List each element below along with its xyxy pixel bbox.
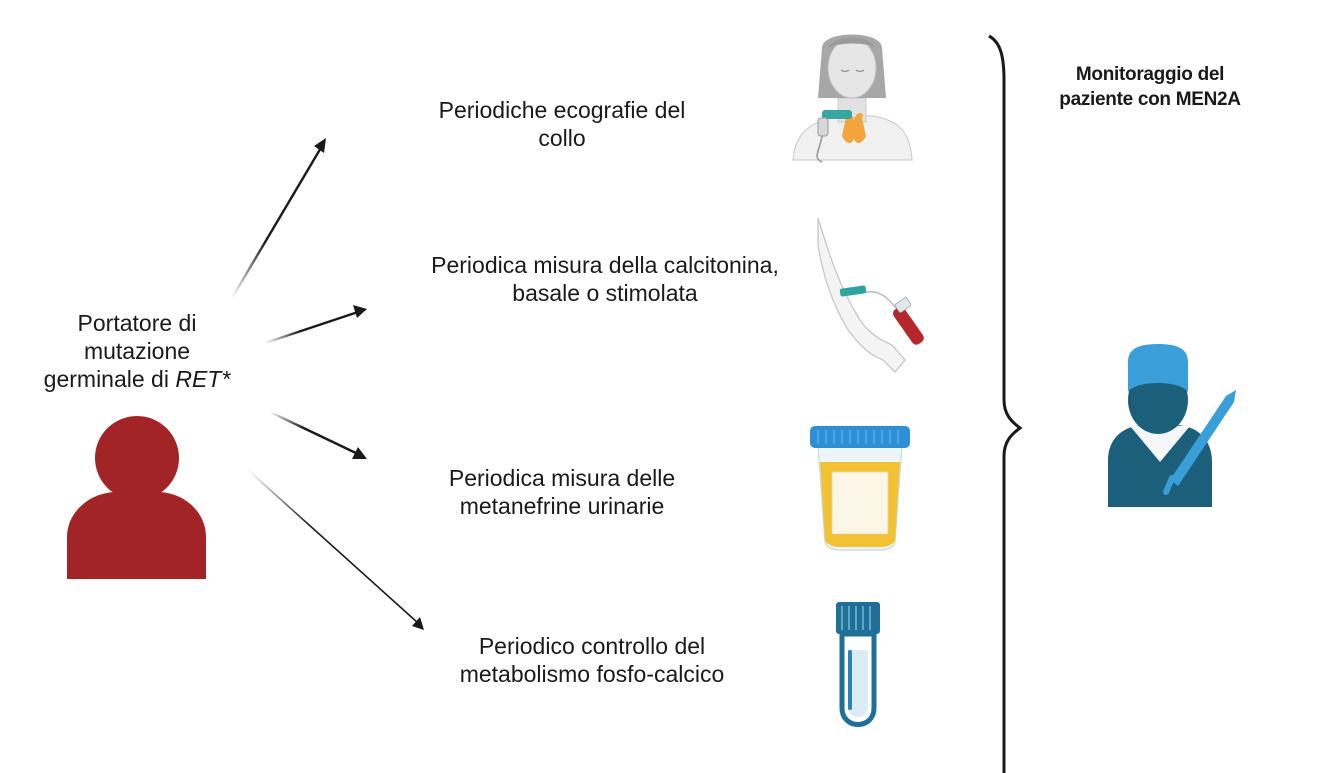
step-ultrasound-label: Periodiche ecografie del collo (438, 97, 686, 151)
person-icon (67, 416, 206, 579)
arrow-to-metanephrines (269, 410, 367, 459)
step-calcitonin-label: Periodica misura della calcitonina, basa… (431, 252, 779, 306)
carrier-label: Portatore di mutazione germinale di RET* (43, 310, 231, 392)
arrow-to-phospho-calcium (247, 469, 424, 630)
arrow-to-ultrasound (230, 138, 326, 299)
test-tube-icon (836, 602, 880, 727)
neck-ultrasound-icon (792, 34, 913, 163)
step-metanephrines-label: Periodica misura delle metanefrine urina… (448, 465, 676, 519)
arrow-to-calcitonin (264, 305, 367, 345)
step-phospho-calcium-label: Periodico controllo del metabolismo fosf… (459, 633, 725, 687)
monitoring-title: Monitoraggio del paziente con MEN2A (1059, 64, 1241, 110)
blood-draw-icon (817, 217, 924, 373)
urine-container-icon (810, 426, 910, 551)
curly-brace (988, 34, 1023, 773)
surgeon-icon (1108, 344, 1236, 507)
gene-name: RET* (175, 366, 231, 392)
